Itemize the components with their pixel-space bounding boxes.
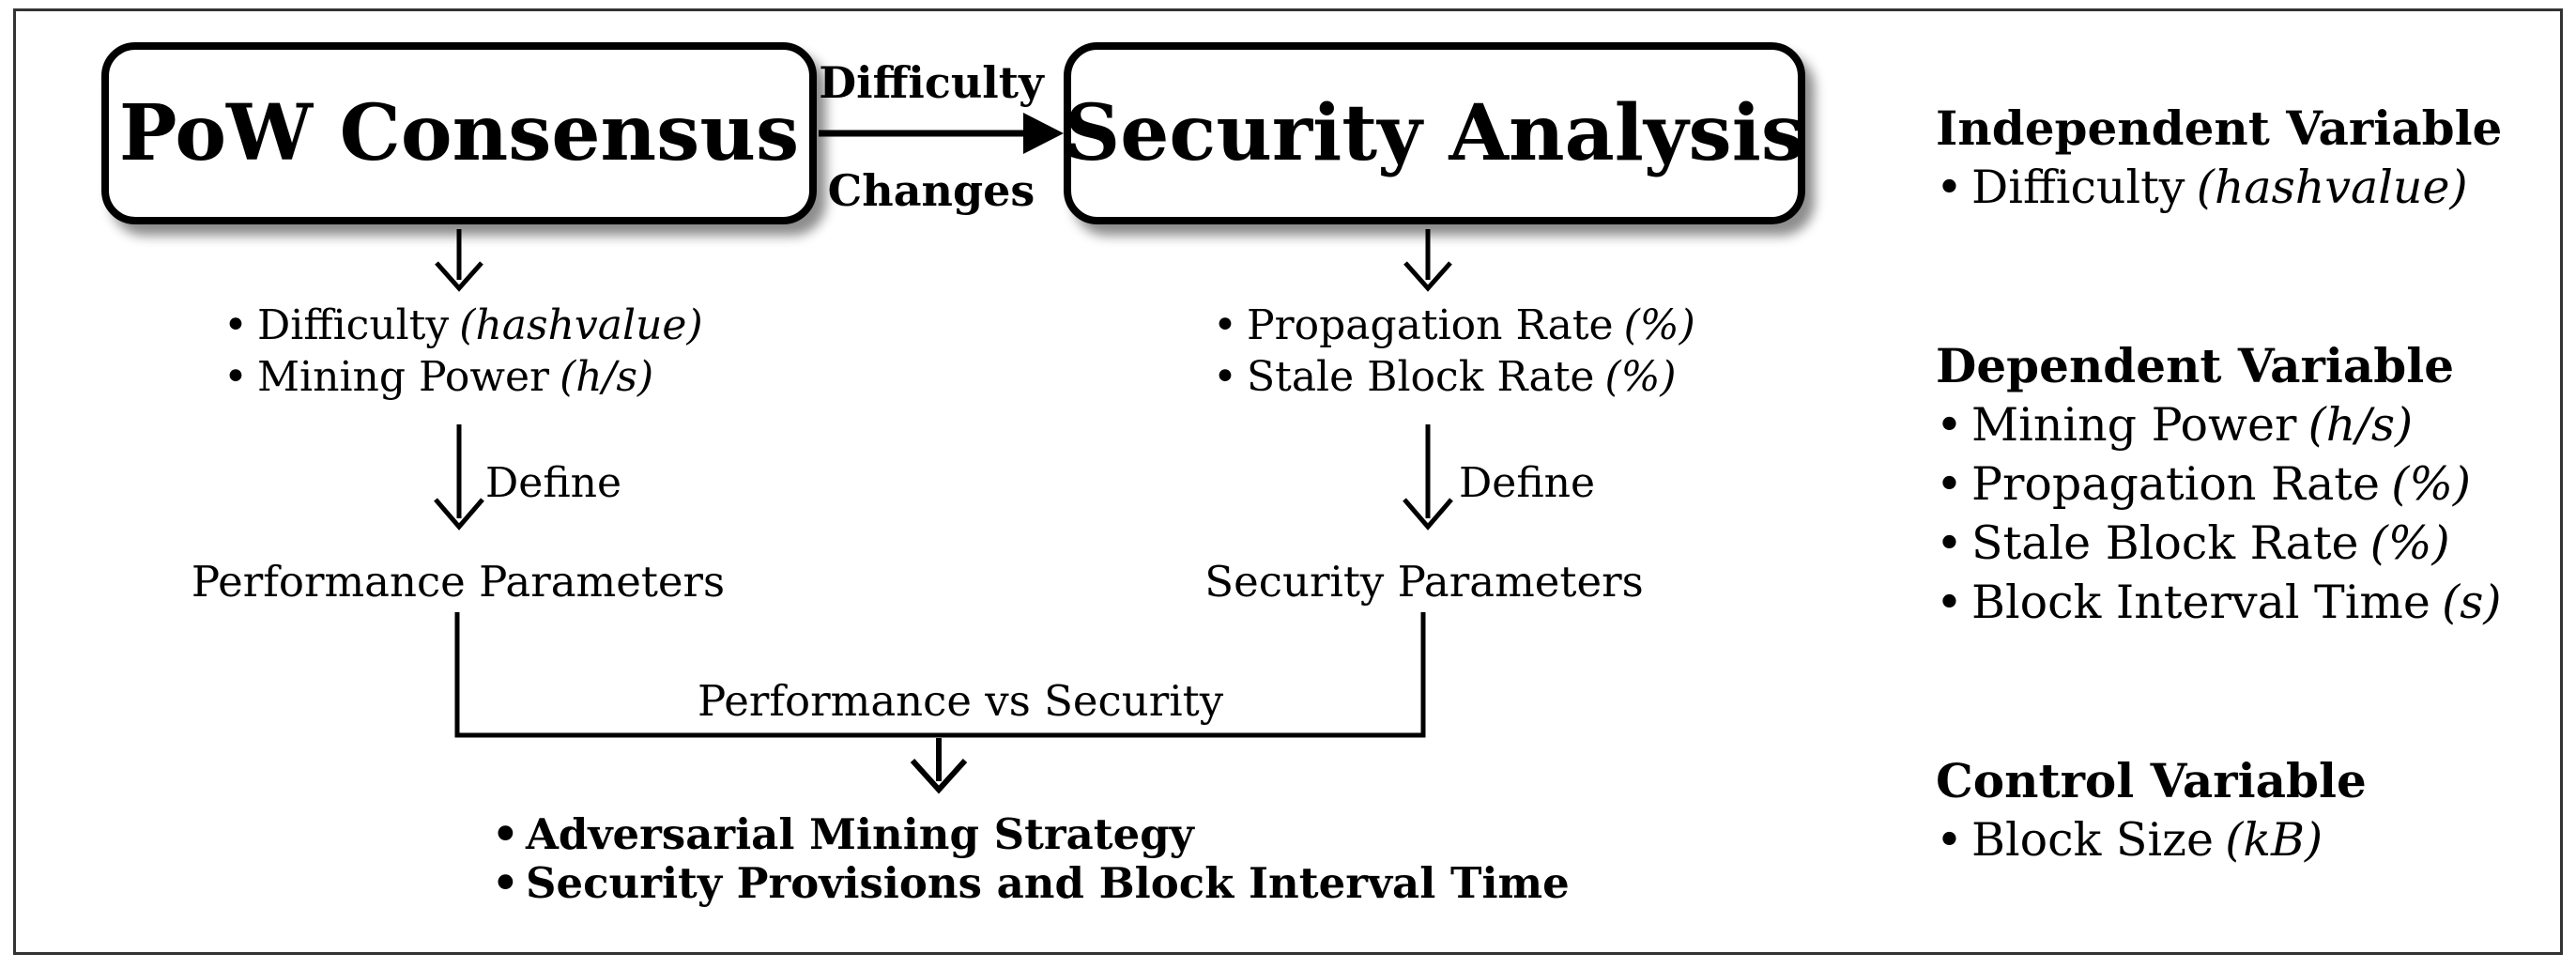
variable-unit: (s) — [2442, 576, 2502, 629]
merge-down-arrow — [910, 738, 968, 794]
metric-text: Difficulty — [257, 301, 450, 349]
control-variable-list: Block Size(kB) — [1936, 810, 2502, 869]
variable-unit: (%) — [2391, 457, 2472, 511]
performance-parameters-label: Performance Parameters — [191, 557, 726, 607]
list-item: Stale Block Rate(%) — [1213, 351, 1695, 403]
variable-text: Block Size — [1971, 813, 2214, 867]
metric-unit: (h/s) — [560, 353, 654, 401]
difficulty-changes-arrow — [819, 113, 1064, 154]
variable-unit: (h/s) — [2308, 398, 2414, 452]
list-item: Difficulty(hashvalue) — [1936, 158, 2502, 217]
variable-unit: (hashvalue) — [2196, 161, 2468, 214]
independent-variable-title: Independent Variable — [1936, 100, 2503, 156]
list-item: Stale Block Rate(%) — [1936, 514, 2502, 573]
list-item: Difficulty(hashvalue) — [223, 300, 703, 351]
metric-unit: (%) — [1623, 301, 1695, 349]
pow-consensus-box: PoW Consensus — [101, 42, 817, 224]
variable-text: Propagation Rate — [1971, 457, 2380, 511]
list-item: Adversarial Mining Strategy — [492, 810, 1570, 860]
outer-frame — [13, 8, 2563, 955]
list-item: Block Size(kB) — [1936, 810, 2502, 869]
outcomes-list: Adversarial Mining Strategy Security Pro… — [492, 810, 1570, 909]
pow-down-arrow — [435, 229, 483, 292]
transition-label-changes: Changes — [827, 165, 1035, 216]
metric-text: Stale Block Rate — [1247, 353, 1595, 401]
dependent-variable-list: Mining Power(h/s) Propagation Rate(%) St… — [1936, 395, 2502, 632]
variable-text: Stale Block Rate — [1971, 516, 2359, 570]
merge-connector-line — [454, 612, 1426, 738]
metric-text: Mining Power — [257, 353, 550, 401]
variable-unit: (%) — [2369, 516, 2450, 570]
security-analysis-label: Security Analysis — [1065, 88, 1805, 178]
define-arrow-right — [1403, 424, 1453, 531]
define-arrow-left — [434, 424, 484, 531]
list-item: Mining Power(h/s) — [223, 351, 703, 403]
control-variable-title: Control Variable — [1936, 753, 2367, 808]
metric-unit: (%) — [1604, 353, 1677, 401]
metric-text: Propagation Rate — [1247, 301, 1614, 349]
list-item: Security Provisions and Block Interval T… — [492, 859, 1570, 909]
variable-text: Mining Power — [1971, 398, 2297, 452]
list-item: Propagation Rate(%) — [1213, 300, 1695, 351]
variable-unit: (kB) — [2225, 813, 2323, 867]
variable-text: Difficulty — [1971, 161, 2185, 214]
pow-metrics-list: Difficulty(hashvalue) Mining Power(h/s) — [223, 300, 703, 403]
transition-label-difficulty: Difficulty — [819, 57, 1044, 108]
dependent-variable-title: Dependent Variable — [1936, 338, 2455, 393]
tradeoff-label: Performance vs Security — [698, 676, 1224, 726]
security-analysis-box: Security Analysis — [1064, 42, 1805, 224]
variable-text: Block Interval Time — [1971, 576, 2430, 629]
variables-panel: Independent Variable Difficulty(hashvalu… — [1936, 100, 2502, 869]
define-label-left: Define — [485, 459, 622, 507]
define-label-right: Define — [1459, 459, 1596, 507]
metric-unit: (hashvalue) — [459, 301, 703, 349]
security-parameters-label: Security Parameters — [1204, 557, 1644, 607]
independent-variable-list: Difficulty(hashvalue) — [1936, 158, 2502, 217]
security-metrics-list: Propagation Rate(%) Stale Block Rate(%) — [1213, 300, 1695, 403]
pow-consensus-label: PoW Consensus — [118, 88, 800, 178]
list-item: Propagation Rate(%) — [1936, 454, 2502, 514]
list-item: Block Interval Time(s) — [1936, 573, 2502, 632]
list-item: Mining Power(h/s) — [1936, 395, 2502, 454]
security-down-arrow — [1403, 229, 1452, 292]
